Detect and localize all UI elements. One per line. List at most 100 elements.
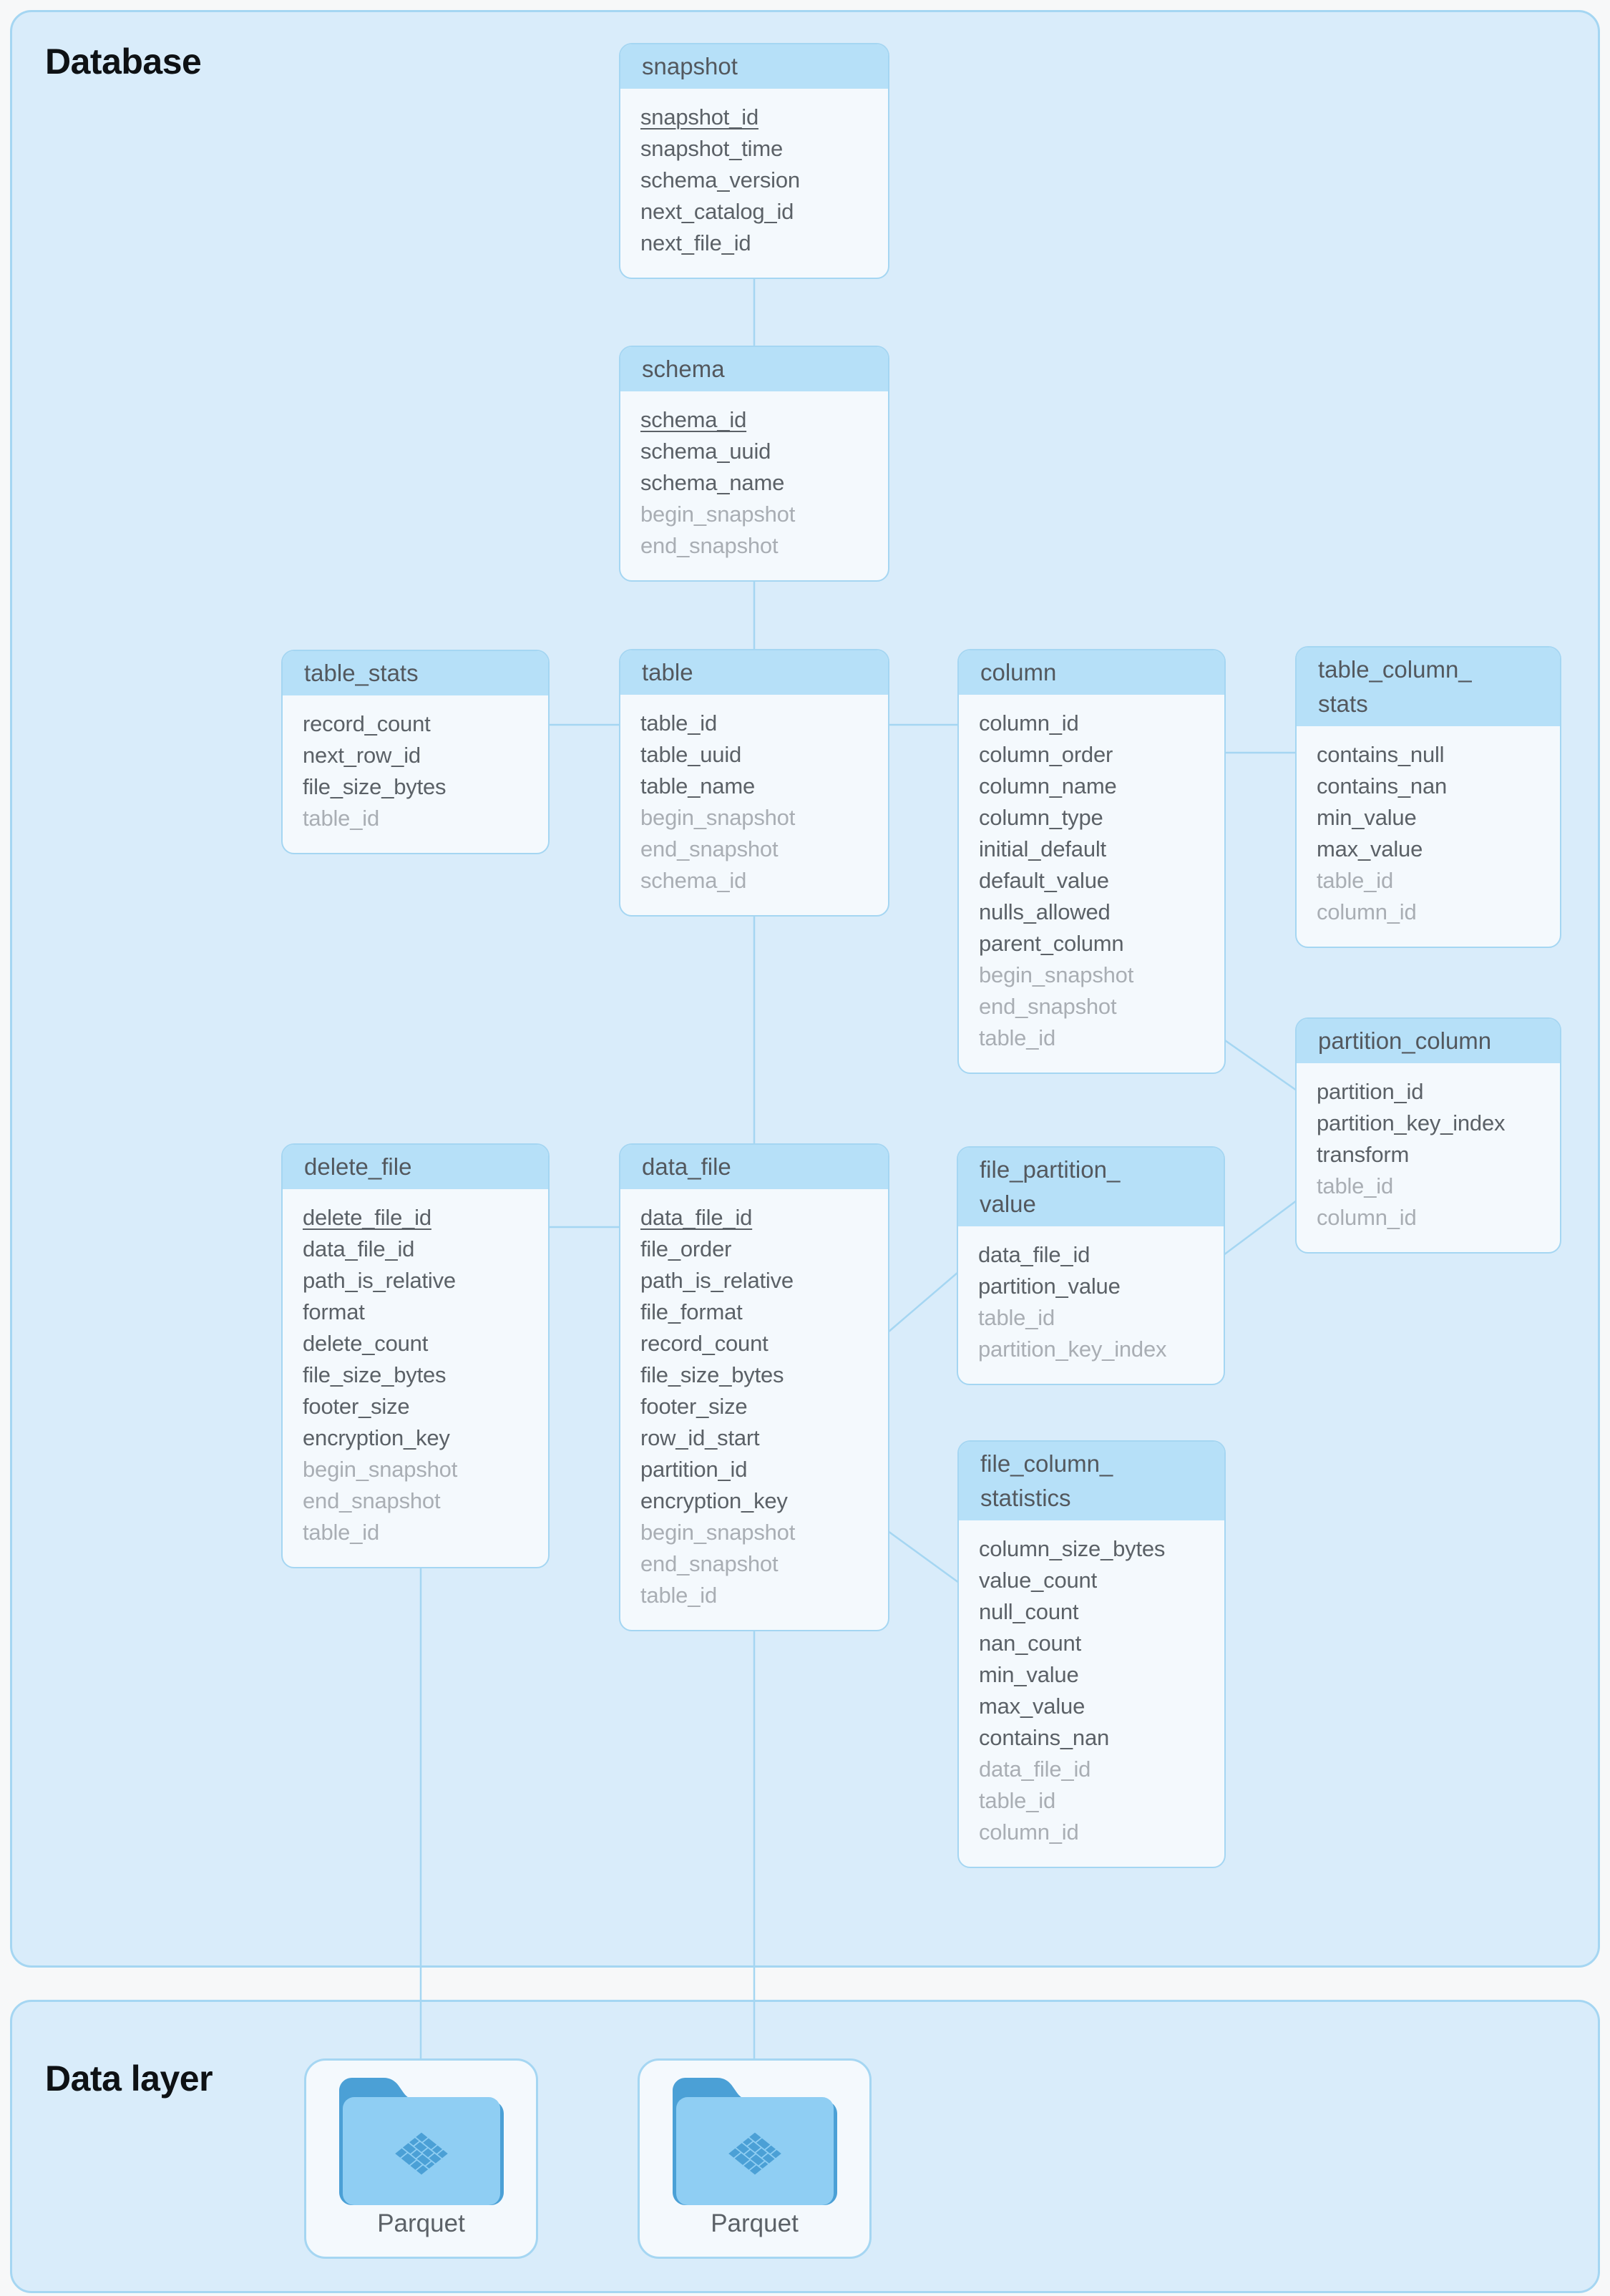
field-record_count: record_count bbox=[640, 1331, 769, 1356]
parquet-card-2: Parquet bbox=[638, 2058, 872, 2259]
field-default_value: default_value bbox=[979, 868, 1109, 893]
field-partition_id: partition_id bbox=[640, 1457, 748, 1482]
field-delete_file_id: delete_file_id bbox=[303, 1205, 431, 1230]
field-table_id: table_id bbox=[979, 1025, 1055, 1050]
field-max_value: max_value bbox=[979, 1694, 1085, 1719]
field-contains_nan: contains_nan bbox=[1317, 773, 1448, 798]
entity-title: table_stats bbox=[283, 651, 548, 695]
field-table_id: table_id bbox=[640, 1583, 717, 1608]
field-value_count: value_count bbox=[979, 1568, 1097, 1593]
entity-title: schema bbox=[620, 347, 888, 391]
field-begin_snapshot: begin_snapshot bbox=[640, 1520, 796, 1545]
field-column_id: column_id bbox=[979, 1819, 1079, 1845]
parquet-card-1: Parquet bbox=[304, 2058, 538, 2259]
field-contains_null: contains_null bbox=[1317, 742, 1445, 767]
field-schema_id: schema_id bbox=[640, 868, 747, 893]
field-column_id: column_id bbox=[979, 710, 1079, 736]
database-section-title: Database bbox=[45, 41, 202, 82]
entity-field-list: column_id column_order column_name column_t… bbox=[959, 695, 1224, 1073]
field-next_row_id: next_row_id bbox=[303, 743, 421, 768]
field-min_value: min_value bbox=[979, 1662, 1079, 1687]
entity-title: table bbox=[620, 650, 888, 695]
entity-field-list: delete_file_id data_file_id path_is_relati… bbox=[283, 1189, 548, 1567]
entity-title: snapshot bbox=[620, 44, 888, 89]
entity-card-table_stats: table_stats record_count next_row_id file_… bbox=[281, 650, 550, 854]
entity-title: file_partition_ value bbox=[958, 1148, 1224, 1226]
field-record_count: record_count bbox=[303, 711, 431, 736]
data-layer-section-title: Data layer bbox=[45, 2058, 213, 2099]
field-table_id: table_id bbox=[640, 710, 717, 736]
field-schema_name: schema_name bbox=[640, 470, 785, 495]
field-file_size_bytes: file_size_bytes bbox=[640, 1362, 784, 1387]
field-delete_count: delete_count bbox=[303, 1331, 429, 1356]
field-column_type: column_type bbox=[979, 805, 1103, 830]
field-column_size_bytes: column_size_bytes bbox=[979, 1536, 1166, 1561]
field-end_snapshot: end_snapshot bbox=[303, 1488, 441, 1513]
entity-title: data_file bbox=[620, 1145, 888, 1189]
field-table_uuid: table_uuid bbox=[640, 742, 742, 767]
field-schema_version: schema_version bbox=[640, 167, 800, 192]
field-data_file_id: data_file_id bbox=[640, 1205, 753, 1230]
entity-title: table_column_ stats bbox=[1297, 648, 1560, 726]
field-parent_column: parent_column bbox=[979, 931, 1124, 956]
field-footer_size: footer_size bbox=[303, 1394, 410, 1419]
field-table_id: table_id bbox=[978, 1305, 1055, 1330]
field-data_file_id: data_file_id bbox=[303, 1236, 415, 1261]
field-contains_nan: contains_nan bbox=[979, 1725, 1110, 1750]
parquet-label: Parquet bbox=[711, 2209, 799, 2237]
field-data_file_id: data_file_id bbox=[979, 1757, 1091, 1782]
field-null_count: null_count bbox=[979, 1599, 1079, 1624]
entity-title: column bbox=[959, 650, 1224, 695]
entity-title: file_column_ statistics bbox=[959, 1442, 1224, 1520]
field-footer_size: footer_size bbox=[640, 1394, 748, 1419]
field-file_size_bytes: file_size_bytes bbox=[303, 774, 447, 799]
field-begin_snapshot: begin_snapshot bbox=[640, 805, 796, 830]
database-section: Database bbox=[10, 10, 1600, 1968]
field-column_id: column_id bbox=[1317, 899, 1417, 924]
field-partition_key_index: partition_key_index bbox=[1317, 1110, 1506, 1135]
entity-title: delete_file bbox=[283, 1145, 548, 1189]
field-transform: transform bbox=[1317, 1142, 1410, 1167]
field-table_id: table_id bbox=[303, 1520, 379, 1545]
field-end_snapshot: end_snapshot bbox=[640, 836, 779, 861]
field-column_name: column_name bbox=[979, 773, 1117, 798]
field-table_id: table_id bbox=[1317, 868, 1393, 893]
field-snapshot_id: snapshot_id bbox=[640, 104, 758, 130]
field-file_format: file_format bbox=[640, 1299, 743, 1324]
field-schema_id: schema_id bbox=[640, 407, 747, 432]
entity-card-snapshot: snapshot snapshot_id snapshot_time schema_… bbox=[619, 43, 889, 279]
field-nulls_allowed: nulls_allowed bbox=[979, 899, 1111, 924]
field-table_id: table_id bbox=[303, 806, 379, 831]
parquet-folder-icon bbox=[672, 2078, 837, 2205]
field-partition_key_index: partition_key_index bbox=[978, 1337, 1167, 1362]
field-end_snapshot: end_snapshot bbox=[979, 994, 1117, 1019]
field-data_file_id: data_file_id bbox=[978, 1242, 1091, 1267]
field-next_file_id: next_file_id bbox=[640, 230, 751, 255]
field-nan_count: nan_count bbox=[979, 1631, 1081, 1656]
field-encryption_key: encryption_key bbox=[640, 1488, 788, 1513]
parquet-logo-icon bbox=[394, 2132, 448, 2175]
field-file_size_bytes: file_size_bytes bbox=[303, 1362, 447, 1387]
field-row_id_start: row_id_start bbox=[640, 1425, 760, 1450]
field-path_is_relative: path_is_relative bbox=[303, 1268, 456, 1293]
field-snapshot_time: snapshot_time bbox=[640, 136, 784, 161]
field-next_catalog_id: next_catalog_id bbox=[640, 199, 794, 224]
field-path_is_relative: path_is_relative bbox=[640, 1268, 794, 1293]
field-encryption_key: encryption_key bbox=[303, 1425, 450, 1450]
field-column_id: column_id bbox=[1317, 1205, 1417, 1230]
field-end_snapshot: end_snapshot bbox=[640, 533, 779, 558]
field-column_order: column_order bbox=[979, 742, 1113, 767]
